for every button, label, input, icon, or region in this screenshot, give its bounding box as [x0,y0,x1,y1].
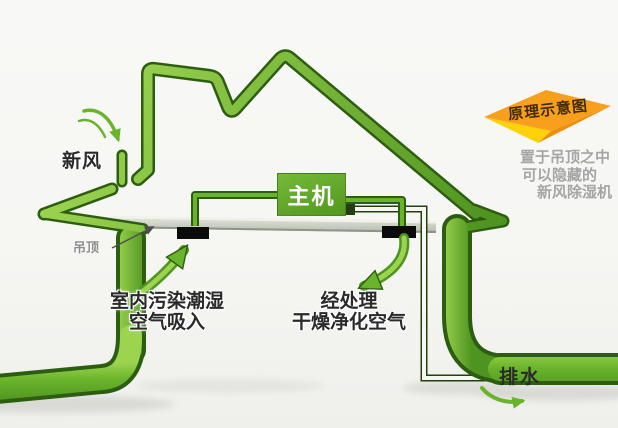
return-air-vent [177,227,209,239]
intake-label-line-1: 室内污染潮湿 [109,291,224,312]
supply-air-vent [382,226,416,238]
house-outline-face [0,51,618,400]
intake-label: 室内污染潮湿 空气吸入 [94,291,240,333]
treated-air-label: 经处理 干燥净化空气 [284,291,414,333]
drain-label: 排水 [499,367,542,388]
banner-face-left [484,117,551,143]
treated-air-label-line-2: 干燥净化空气 [291,312,406,333]
main-unit-box: 主机 [277,173,346,216]
intake-arrow [137,250,189,297]
drain-arrow [480,386,526,409]
banner-face-top [484,90,611,131]
banner-face-right [538,106,611,143]
fresh-air-arrow [77,108,121,143]
intake-label-line-2: 空气吸入 [128,312,205,333]
ceiling-label: 吊顶 [73,240,100,255]
treated-air-arrow [364,233,410,291]
ceiling-pointer-arrow [111,226,155,249]
supply-duct [344,196,406,226]
banner-shape [484,90,611,143]
side-note: 置于吊顶之中 可以隐藏的 新风除湿机 [462,149,612,202]
treated-air-label-line-1: 经处理 [320,291,378,312]
main-unit-label: 主机 [287,183,336,209]
side-note-line-2: 可以隐藏的 [521,166,597,184]
side-note-line-3: 新风除湿机 [536,184,612,201]
fresh-air-label: 新风 [62,151,103,172]
return-duct [191,191,281,226]
side-note-line-1: 置于吊顶之中 [519,149,610,166]
